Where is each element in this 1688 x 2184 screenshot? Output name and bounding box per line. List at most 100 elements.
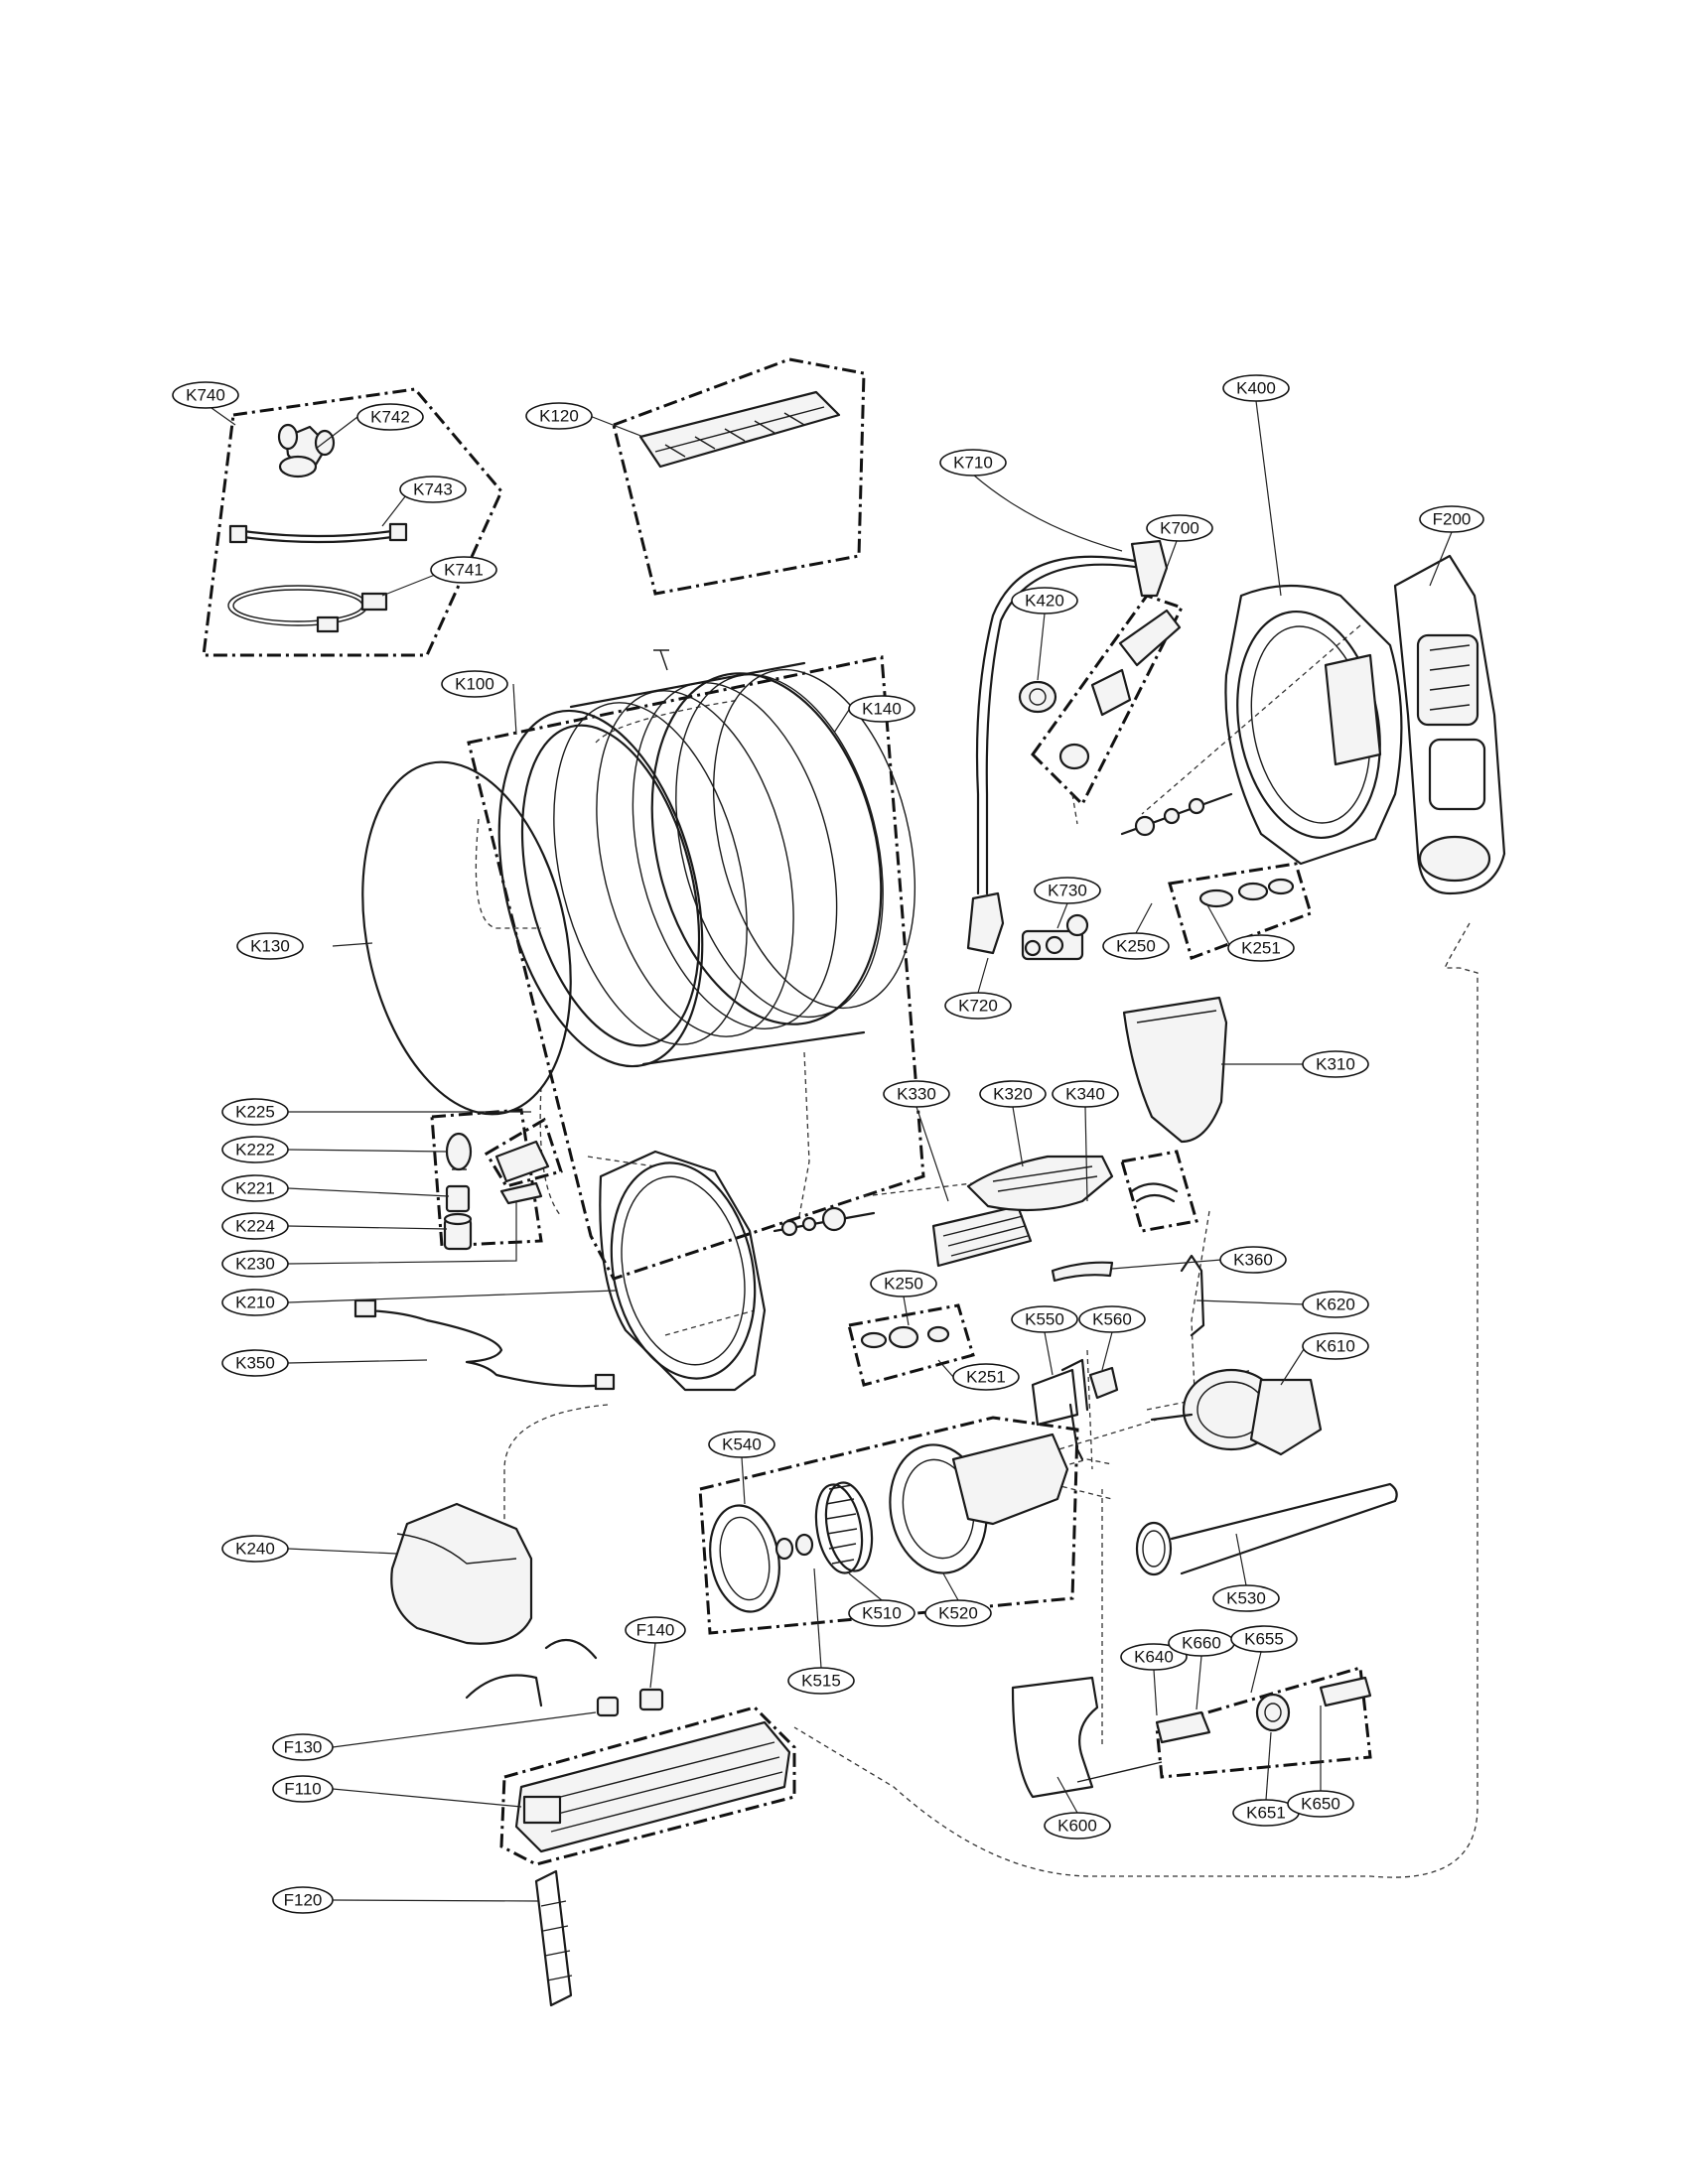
svg-text:K140: K140 <box>862 700 902 719</box>
rear-shaft <box>1120 792 1233 837</box>
lamp-cover <box>494 1140 550 1183</box>
y-connector <box>277 423 336 478</box>
group-lamp-cover <box>484 1117 563 1188</box>
svg-text:K320: K320 <box>993 1085 1033 1104</box>
rear-bulkhead <box>1224 584 1403 866</box>
filter-duct <box>931 1204 1033 1268</box>
svg-text:K720: K720 <box>958 997 998 1016</box>
svg-text:K600: K600 <box>1057 1817 1097 1836</box>
idler-spring <box>1319 1676 1372 1707</box>
callout-K650: K650 <box>1287 1790 1354 1818</box>
callout-K230: K230 <box>221 1250 289 1278</box>
svg-text:K743: K743 <box>413 480 453 499</box>
group-bracket <box>1155 1666 1372 1779</box>
svg-text:K250: K250 <box>1116 937 1156 956</box>
svg-text:K655: K655 <box>1244 1630 1284 1649</box>
group-filter-guide <box>1120 1150 1198 1233</box>
callout-K742: K742 <box>356 403 424 431</box>
svg-text:K510: K510 <box>862 1604 902 1623</box>
callout-K100: K100 <box>441 670 508 698</box>
svg-text:K520: K520 <box>938 1604 978 1623</box>
svg-text:K251: K251 <box>1241 939 1281 958</box>
lamp-holder <box>445 1184 471 1213</box>
svg-text:K224: K224 <box>235 1217 275 1236</box>
svg-text:K650: K650 <box>1301 1795 1340 1814</box>
blower-duct <box>1135 1482 1398 1576</box>
callout-K330: K330 <box>883 1080 950 1108</box>
group-heater <box>499 1706 796 1866</box>
leader-lines <box>211 400 1453 1902</box>
svg-text:K225: K225 <box>235 1103 275 1122</box>
wire-harness <box>353 1298 616 1391</box>
svg-text:F140: F140 <box>636 1621 675 1640</box>
callout-K250-front: K250 <box>870 1270 937 1297</box>
callout-K350: K350 <box>221 1349 289 1377</box>
callout-K520: K520 <box>924 1599 992 1627</box>
motor-bracket <box>1011 1676 1163 1799</box>
group-drum <box>467 655 925 1281</box>
callout-K250-rear: K250 <box>1102 932 1170 960</box>
svg-text:K620: K620 <box>1316 1296 1355 1314</box>
callout-K140: K140 <box>848 695 915 723</box>
front-bulkhead <box>599 1150 767 1392</box>
callout-K620: K620 <box>1302 1291 1369 1318</box>
thermostat <box>596 1688 664 1717</box>
thermistor <box>1088 1366 1119 1400</box>
callout-K225: K225 <box>221 1098 289 1126</box>
svg-text:F130: F130 <box>284 1738 323 1757</box>
long-hose <box>227 585 388 633</box>
blower-housing <box>889 1433 1069 1574</box>
callout-K655: K655 <box>1230 1625 1298 1653</box>
rear-bearing <box>1198 878 1295 908</box>
svg-text:K550: K550 <box>1025 1310 1064 1329</box>
svg-text:K210: K210 <box>235 1294 275 1312</box>
water-valve <box>1021 913 1089 961</box>
svg-text:K710: K710 <box>953 454 993 473</box>
svg-text:K610: K610 <box>1316 1337 1355 1356</box>
heater-element <box>534 1869 573 2007</box>
svg-text:K330: K330 <box>897 1085 936 1104</box>
svg-text:K740: K740 <box>186 386 225 405</box>
valve-parts <box>1058 609 1182 770</box>
svg-text:F110: F110 <box>284 1780 322 1799</box>
svg-text:K230: K230 <box>235 1255 275 1274</box>
svg-text:K742: K742 <box>370 408 410 427</box>
callout-K320: K320 <box>979 1080 1047 1108</box>
callout-K210: K210 <box>221 1289 289 1316</box>
blower-wheel <box>814 1481 874 1574</box>
callout-K251-front: K251 <box>952 1363 1020 1391</box>
thermostat-wire <box>465 1638 598 1707</box>
callout-K743: K743 <box>399 476 467 503</box>
callout-K130: K130 <box>236 932 304 960</box>
callout-K710: K710 <box>939 449 1007 477</box>
callout-F130: F130 <box>272 1733 334 1761</box>
svg-text:K360: K360 <box>1233 1251 1273 1270</box>
svg-text:K640: K640 <box>1134 1648 1174 1667</box>
callout-K530: K530 <box>1212 1584 1280 1612</box>
svg-text:K340: K340 <box>1065 1085 1105 1104</box>
heater-housing <box>514 1720 791 1853</box>
svg-text:K130: K130 <box>250 937 290 956</box>
svg-text:K540: K540 <box>722 1435 762 1454</box>
svg-text:K651: K651 <box>1246 1804 1286 1823</box>
group-rear-bearing <box>1168 862 1313 960</box>
callout-K420: K420 <box>1011 587 1078 614</box>
callouts: K740 K742 K743 K741 K120 K100 K140 K130 … <box>172 374 1484 1914</box>
callout-K240: K240 <box>221 1535 289 1563</box>
svg-text:K222: K222 <box>235 1141 275 1160</box>
svg-text:K400: K400 <box>1236 379 1276 398</box>
motor <box>1150 1368 1323 1456</box>
group-front-bearing <box>847 1303 975 1387</box>
svg-text:F120: F120 <box>284 1891 323 1910</box>
group-steam-valve <box>1031 594 1185 807</box>
svg-text:K515: K515 <box>801 1672 841 1691</box>
callout-K515: K515 <box>787 1667 855 1695</box>
svg-text:K221: K221 <box>235 1179 275 1198</box>
callout-K651: K651 <box>1232 1799 1300 1827</box>
callout-K120: K120 <box>525 402 593 430</box>
callout-K560: K560 <box>1078 1305 1146 1333</box>
callout-K600: K600 <box>1044 1812 1111 1840</box>
callout-K740: K740 <box>172 381 239 409</box>
front-bearing <box>860 1325 950 1349</box>
motor-clip <box>1180 1254 1205 1337</box>
